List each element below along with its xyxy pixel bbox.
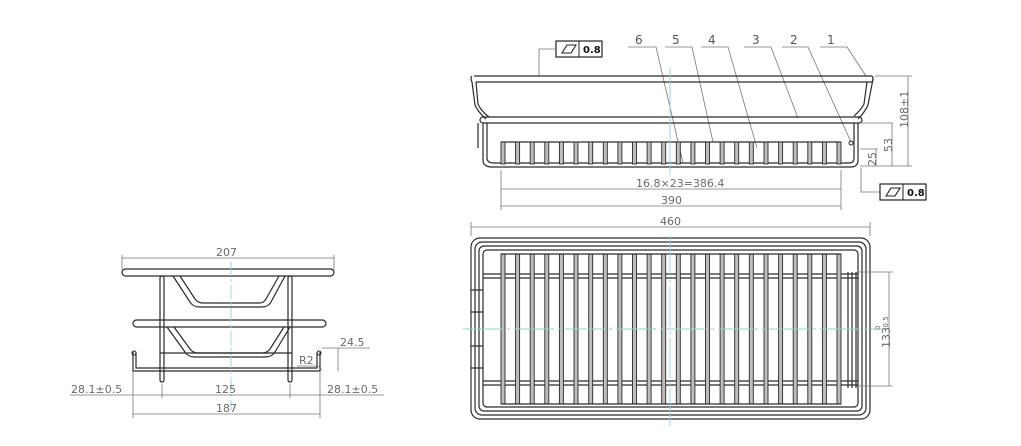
front-bars (500, 141, 842, 165)
svg-text:460: 460 (660, 215, 681, 228)
svg-text:R2: R2 (299, 354, 314, 367)
side-view: 207 24.5 R2 28.1±0.5 125 28.1±0.5 (70, 246, 384, 418)
svg-text:25: 25 (866, 152, 879, 166)
svg-text:1: 1 (827, 33, 835, 47)
svg-text:24.5: 24.5 (340, 336, 365, 349)
svg-text:28.1±0.5: 28.1±0.5 (327, 383, 378, 396)
svg-text:207: 207 (216, 246, 237, 259)
flatness-callout-top: 0.8 (538, 40, 603, 76)
svg-text:16.8×23=386.4: 16.8×23=386.4 (636, 177, 724, 190)
svg-text:5: 5 (672, 33, 680, 47)
top-view: 460 133 0 -0.5 (463, 215, 893, 426)
svg-text:0: 0 (874, 326, 882, 330)
flatness-icon (561, 44, 577, 54)
svg-text:108±1: 108±1 (898, 91, 911, 128)
svg-text:390: 390 (661, 194, 682, 207)
svg-text:3: 3 (752, 33, 760, 47)
svg-text:4: 4 (708, 33, 716, 47)
svg-text:0.8: 0.8 (583, 45, 601, 56)
svg-text:187: 187 (216, 402, 237, 415)
svg-text:28.1±0.5: 28.1±0.5 (71, 383, 122, 396)
svg-text:-0.5: -0.5 (882, 316, 890, 330)
svg-text:2: 2 (790, 33, 798, 47)
part-balloons: 6 5 4 3 2 1 (628, 33, 867, 164)
svg-text:133: 133 (880, 327, 893, 348)
front-view: 0.8 6 5 4 3 2 1 (470, 33, 927, 210)
flatness-callout-bottom: 0.8 (860, 168, 927, 201)
svg-text:0.8: 0.8 (907, 188, 925, 199)
svg-text:125: 125 (215, 383, 236, 396)
svg-text:6: 6 (635, 33, 643, 47)
svg-text:53: 53 (882, 138, 895, 152)
flatness-icon (885, 187, 901, 197)
